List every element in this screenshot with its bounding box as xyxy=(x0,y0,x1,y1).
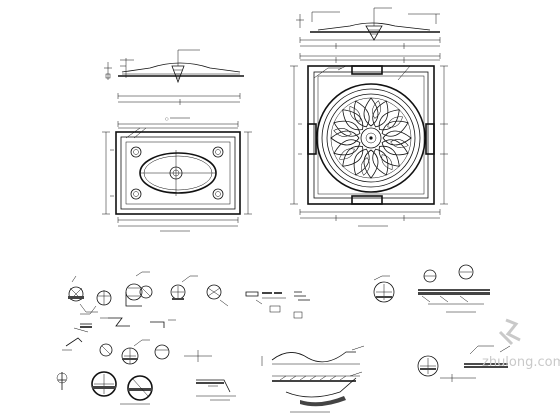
ceiling-rosette xyxy=(316,83,426,193)
right-section-elevation xyxy=(296,7,441,49)
left-section-elevation xyxy=(104,49,244,105)
right-ceiling-plan xyxy=(290,53,448,227)
watermark-text: zhulong.com xyxy=(482,355,560,370)
plan-title-left: ○ xyxy=(165,116,169,121)
bottom-left-details xyxy=(56,371,236,405)
detail-callouts-right xyxy=(373,264,511,382)
left-ceiling-plan: ○ xyxy=(102,116,252,232)
watermark: zhulong.com xyxy=(482,318,560,370)
corner-rosettes xyxy=(130,146,224,200)
detail-callouts-left xyxy=(62,271,310,365)
curved-section-detail xyxy=(261,345,365,413)
watermark-logo xyxy=(498,318,521,346)
